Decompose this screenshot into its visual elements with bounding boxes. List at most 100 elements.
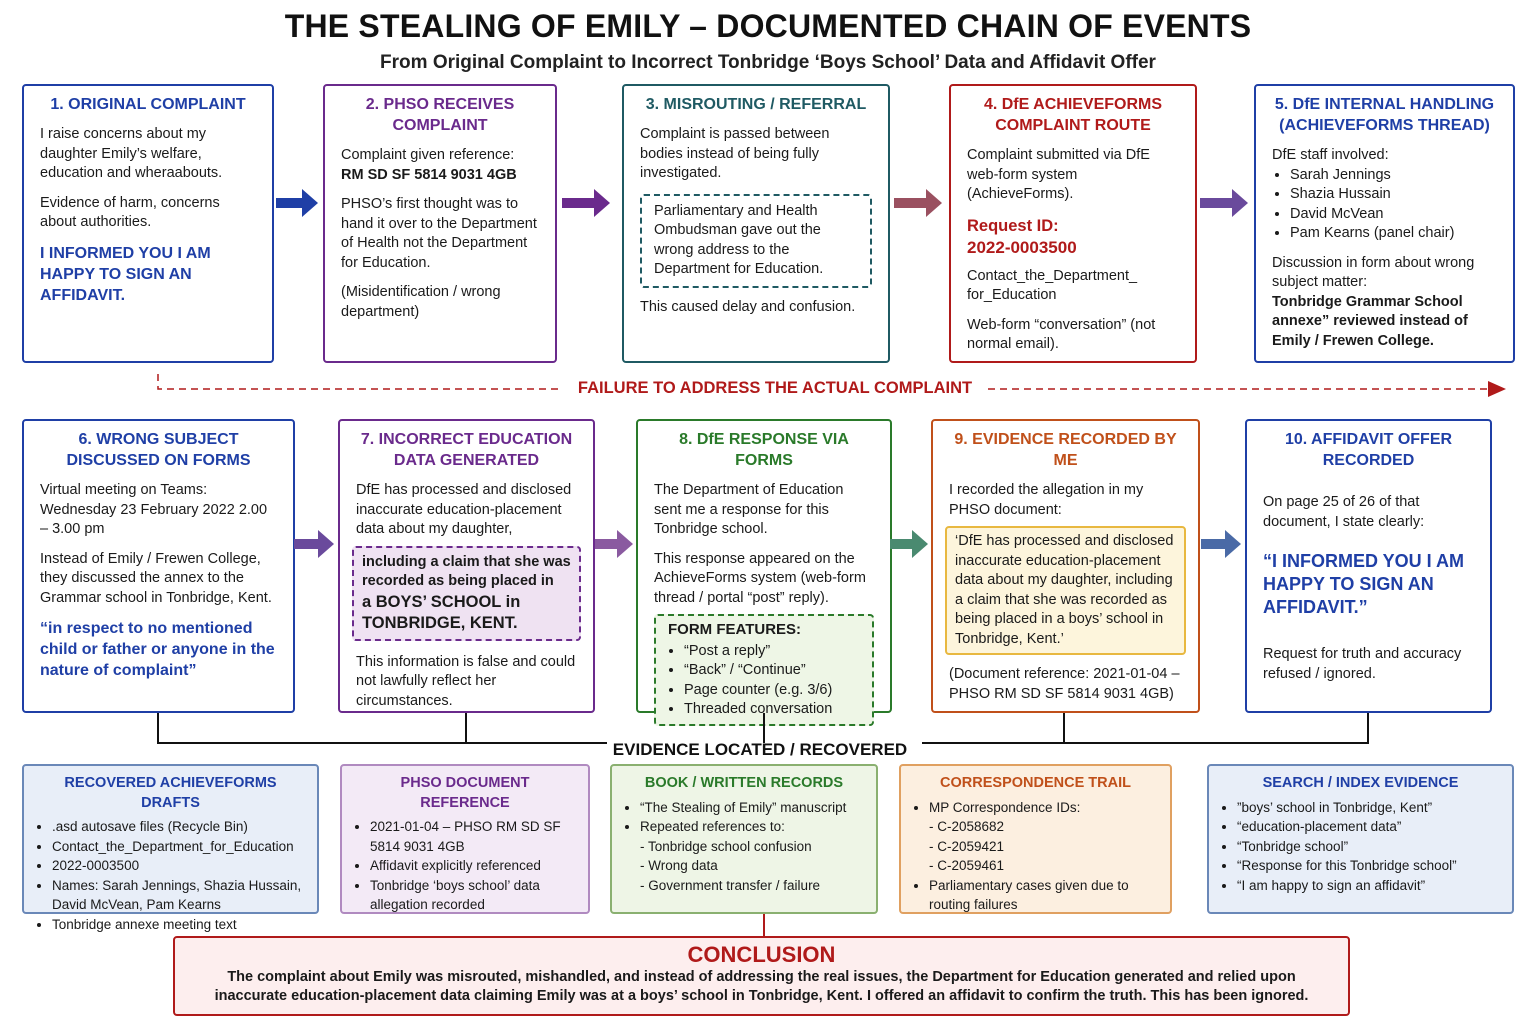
- step-6-heading: 6. WRONG SUBJECT DISCUSSED ON FORMS: [66, 431, 251, 469]
- step-4-text-1: Complaint submitted via DfE web-form sys…: [967, 147, 1150, 202]
- evidence-recovered-drafts: RECOVERED ACHIEVEFORMS DRAFTS .asd autos…: [22, 764, 319, 932]
- conclusion-connector: [763, 914, 765, 936]
- list-item: Names: Sarah Jennings, Shazia Hussain, D…: [52, 876, 305, 915]
- list-item: MP Correspondence IDs: - C-2058682 - C-2…: [929, 798, 1158, 876]
- arrow-7-to-8: [595, 530, 633, 558]
- form-features-title: FORM FEATURES:: [668, 621, 802, 638]
- step-8-dfe-response: 8. DfE RESPONSE VIA FORMS The Department…: [636, 419, 892, 726]
- step-3-text-2: This caused delay and confusion.: [640, 298, 856, 315]
- step-2-reference: RM SD SF 5814 9031 4GB: [341, 166, 517, 183]
- step-3-heading: 3. MISROUTING / REFERRAL: [645, 96, 867, 113]
- step-7-text-1: DfE has processed and disclosed inaccura…: [356, 482, 572, 537]
- staff-item: David McVean: [1290, 205, 1497, 225]
- step-7-text-2-span: This information is false and could not …: [356, 653, 576, 709]
- step-8-heading: 8. DfE RESPONSE VIA FORMS: [679, 431, 849, 469]
- ev3-heading: BOOK / WRITTEN RECORDS: [644, 775, 844, 791]
- step-5-text-1: DfE staff involved:: [1272, 147, 1389, 163]
- step-5-text-2: Discussion in form about wrong subject m…: [1272, 254, 1475, 291]
- step-5-text-3: Tonbridge Grammar School annexe” reviewe…: [1272, 293, 1468, 349]
- failure-dashed-connector: [157, 374, 1506, 397]
- connector: [763, 713, 765, 743]
- step-9-text-1: I recorded the allegation in my PHSO doc…: [949, 482, 1144, 518]
- list-item: “The Stealing of Emily” manuscript: [640, 798, 864, 818]
- step-7-heading: 7. INCORRECT EDUCATION DATA GENERATED: [360, 431, 573, 469]
- step-10-affidavit-statement: “I INFORMED YOU I AM HAPPY TO SIGN AN AF…: [1263, 551, 1465, 617]
- connector: [922, 742, 1369, 744]
- step-4-text-2: Contact_the_Department_ for_Education: [967, 267, 1138, 304]
- ev4-sublist: - C-2058682 - C-2059421 - C-2059461: [929, 817, 1158, 876]
- step-4-request-label: Request ID:: [967, 216, 1059, 235]
- arrow-9-to-10: [1201, 530, 1241, 558]
- step-3-text-1: Complaint is passed between bodies inste…: [640, 126, 830, 181]
- step-4-achieveforms-route: 4. DfE ACHIEVEFORMS COMPLAINT ROUTE Comp…: [949, 84, 1197, 363]
- step-7-callout-line-2: a BOYS’ SCHOOL in TONBRIDGE, KENT.: [362, 592, 521, 632]
- evidence-book-records: BOOK / WRITTEN RECORDS “The Stealing of …: [610, 764, 878, 914]
- page-subtitle: From Original Complaint to Incorrect Ton…: [380, 52, 1156, 73]
- connector: [1063, 713, 1065, 743]
- arrow-4-to-5: [1200, 189, 1248, 217]
- list-item: Repeated references to: - Tonbridge scho…: [640, 817, 864, 895]
- step-1-heading: 1. ORIGINAL COMPLAINT: [50, 96, 246, 113]
- evidence-search-index: SEARCH / INDEX EVIDENCE ”boys’ school in…: [1207, 764, 1514, 914]
- connector: [1367, 713, 1369, 743]
- list-item: Tonbridge ‘boys school’ data allegation …: [370, 876, 576, 915]
- ev1-list: .asd autosave files (Recycle Bin) Contac…: [36, 817, 305, 934]
- conclusion-box: CONCLUSION The complaint about Emily was…: [173, 936, 1350, 1016]
- form-feature-item: “Back” / “Continue”: [684, 661, 862, 681]
- step-10-affidavit-offer: 10. AFFIDAVIT OFFER RECORDED On page 25 …: [1245, 419, 1492, 713]
- arrow-6-to-7: [294, 530, 334, 558]
- conclusion-heading: CONCLUSION: [687, 942, 836, 967]
- step-10-text-2: Request for truth and accuracy refused /…: [1263, 646, 1462, 682]
- step-3-callout: Parliamentary and Health Ombudsman gave …: [640, 193, 872, 288]
- step-3-misrouting: 3. MISROUTING / REFERRAL Complaint is pa…: [622, 84, 890, 363]
- step-1-text-2: Evidence of harm, concerns about authori…: [40, 194, 220, 231]
- step-5-heading: 5. DfE INTERNAL HANDLING (ACHIEVEFORMS T…: [1274, 96, 1495, 134]
- form-feature-item: Threaded conversation: [684, 700, 862, 720]
- sub-item: - C-2059421: [929, 838, 1005, 854]
- evidence-label: EVIDENCE LOCATED / RECOVERED: [612, 740, 908, 759]
- list-item: Affidavit explicitly referenced: [370, 856, 576, 876]
- staff-item: Sarah Jennings: [1290, 166, 1497, 186]
- ev4-heading: CORRESPONDENCE TRAIL: [940, 775, 1131, 791]
- step-6-quote: “in respect to no mentioned child or fat…: [40, 620, 275, 679]
- ev5-heading: SEARCH / INDEX EVIDENCE: [1262, 775, 1459, 791]
- step-6-wrong-subject: 6. WRONG SUBJECT DISCUSSED ON FORMS Virt…: [22, 419, 295, 713]
- step-1-affidavit-statement: I INFORMED YOU I AM HAPPY TO SIGN AN AFF…: [40, 244, 211, 304]
- staff-item: Shazia Hussain: [1290, 185, 1497, 205]
- page-title: THE STEALING OF EMILY – DOCUMENTED CHAIN…: [284, 8, 1252, 44]
- ev3-sublist: - Tonbridge school confusion - Wrong dat…: [640, 837, 864, 896]
- form-feature-item: “Post a reply”: [684, 642, 862, 662]
- connector: [157, 713, 159, 743]
- step-4-text-3: Web-form “conversation” (not normal emai…: [967, 316, 1156, 353]
- step-7-incorrect-data: 7. INCORRECT EDUCATION DATA GENERATED Df…: [338, 419, 595, 713]
- list-item: “I am happy to sign an affidavit”: [1237, 876, 1500, 896]
- list-item: 2022-0003500: [52, 856, 305, 876]
- arrow-3-to-4: [894, 189, 942, 217]
- ev5-list: ”boys’ school in Tonbridge, Kent” “educa…: [1221, 798, 1500, 896]
- ev4-list: MP Correspondence IDs: - C-2058682 - C-2…: [913, 798, 1158, 915]
- step-9-quote: ‘DfE has processed and disclosed inaccur…: [945, 526, 1186, 655]
- step-10-text-1: On page 25 of 26 of that document, I sta…: [1263, 494, 1425, 530]
- sub-item: - Tonbridge school confusion: [640, 838, 812, 854]
- list-item: Parliamentary cases given due to routing…: [929, 876, 1158, 915]
- list-item: Tonbridge annexe meeting text: [52, 915, 305, 935]
- ev2-heading: PHSO DOCUMENT REFERENCE: [400, 775, 530, 811]
- arrow-1-to-2: [276, 189, 318, 217]
- step-6-text-1: Virtual meeting on Teams: Wednesday 23 F…: [40, 482, 268, 537]
- sub-item: - Government transfer / failure: [640, 877, 821, 893]
- sub-item: - C-2058682: [929, 819, 1005, 834]
- step-2-text-2: PHSO’s first thought was to hand it over…: [341, 196, 537, 271]
- step-8-form-features: FORM FEATURES: “Post a reply” “Back” / “…: [654, 614, 874, 726]
- form-features-list: “Post a reply” “Back” / “Continue” Page …: [668, 642, 862, 720]
- list-item: .asd autosave files (Recycle Bin): [52, 817, 305, 837]
- step-1-text-1: I raise concerns about my daughter Emily…: [40, 126, 223, 181]
- list-item: Contact_the_Department_for_Education: [52, 837, 305, 857]
- ev3-list: “The Stealing of Emily” manuscript Repea…: [624, 798, 864, 896]
- step-7-callout-line-1: including a claim that she was recorded …: [362, 553, 571, 590]
- evidence-phso-document: PHSO DOCUMENT REFERENCE 2021-01-04 – PHS…: [340, 764, 590, 914]
- step-2-text-3: (Misidentification / wrong department): [341, 284, 501, 320]
- conclusion-text: The complaint about Emily was misrouted,…: [214, 969, 1309, 1004]
- ev2-list: 2021-01-04 – PHSO RM SD SF 5814 9031 4GB…: [354, 817, 576, 915]
- step-5-staff-list: Sarah Jennings Shazia Hussain David McVe…: [1272, 166, 1497, 244]
- list-item: “education-placement data”: [1237, 817, 1500, 837]
